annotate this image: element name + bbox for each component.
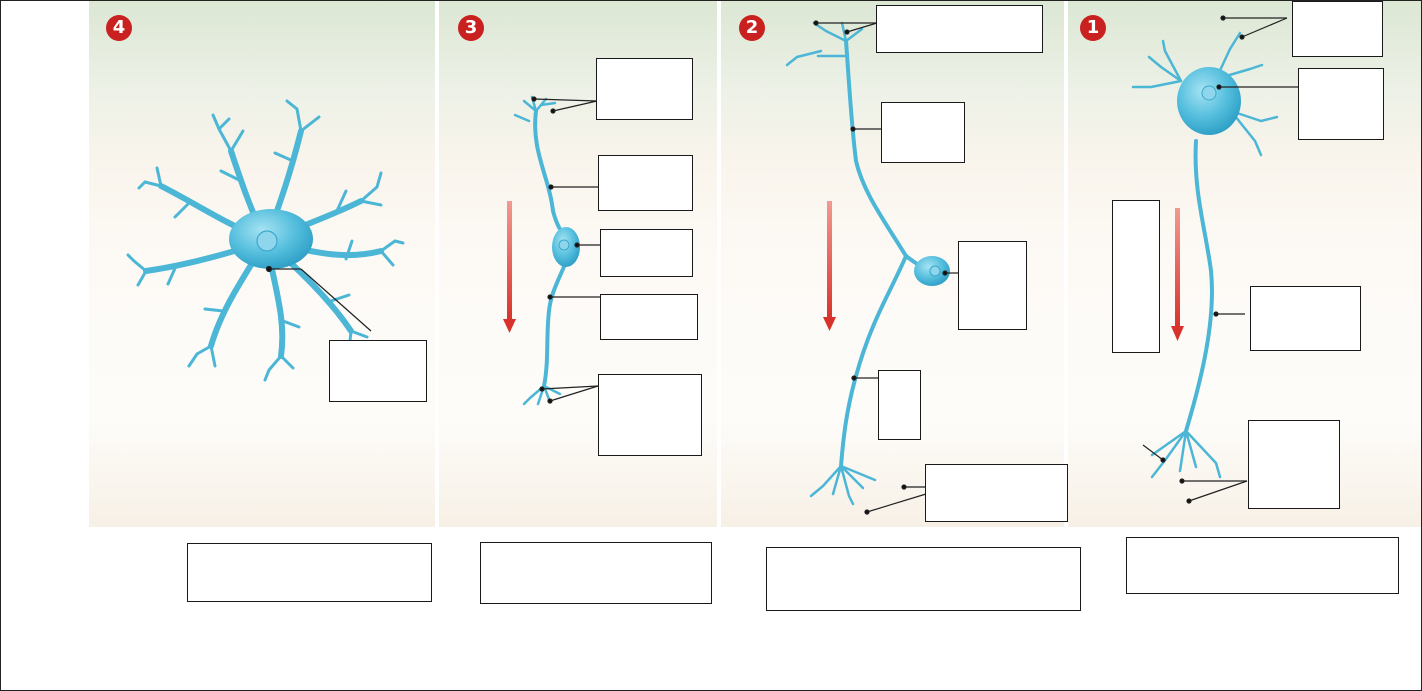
label-box-axon-terminals[interactable]	[598, 374, 702, 456]
label-box-cell-body[interactable]	[1298, 68, 1384, 140]
impulse-direction-arrows	[503, 201, 1184, 341]
panel-number-badge: 2	[739, 15, 765, 41]
label-box-dendrite-process[interactable]	[881, 102, 965, 163]
label-box-dendrite-process[interactable]	[598, 155, 693, 211]
label-box-cell-body[interactable]	[600, 229, 693, 277]
sensory-neuron	[1131, 31, 1279, 479]
label-box-impulse-direction[interactable]	[1112, 200, 1160, 353]
unipolar-neuron	[785, 21, 950, 506]
label-box-axon-terminals[interactable]	[1248, 420, 1340, 509]
label-box-axon[interactable]	[600, 294, 698, 340]
panel-number-badge: 3	[458, 15, 484, 41]
label-box-axon-terminals[interactable]	[925, 464, 1068, 522]
leader-lines	[265, 15, 1299, 515]
bipolar-neuron	[513, 95, 580, 406]
label-box-dendrites[interactable]	[876, 5, 1043, 53]
neuron-type-name-box[interactable]	[1126, 537, 1399, 594]
neuron-type-name-box[interactable]	[766, 547, 1081, 611]
neuron-type-name-box[interactable]	[187, 543, 432, 602]
label-box-cell-body[interactable]	[958, 241, 1027, 330]
label-box-cell-body[interactable]	[329, 340, 427, 402]
multipolar-dendrite-branches	[126, 99, 405, 382]
label-box-dendrites[interactable]	[1292, 1, 1383, 57]
panel-number-badge: 1	[1080, 15, 1106, 41]
label-box-axon[interactable]	[878, 370, 921, 440]
label-box-dendrites[interactable]	[596, 58, 693, 120]
label-box-axon[interactable]	[1250, 286, 1361, 351]
neuron-type-name-box[interactable]	[480, 542, 712, 604]
panel-number-badge: 4	[106, 15, 132, 41]
